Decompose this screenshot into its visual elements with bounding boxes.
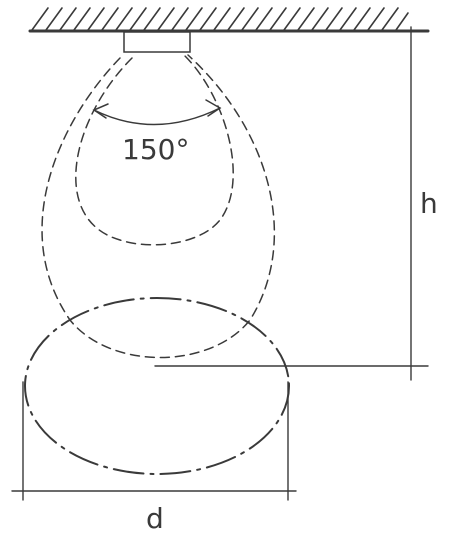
arc-arrowhead-right bbox=[205, 99, 222, 117]
diameter-label: d bbox=[146, 502, 164, 535]
sensor-body bbox=[123, 31, 191, 53]
arc-arrowhead-left bbox=[92, 103, 109, 119]
coverage-area-ellipse bbox=[24, 297, 290, 475]
inner-detection-lobe bbox=[75, 54, 234, 246]
beam-angle-label: 150° bbox=[122, 133, 190, 166]
beam-angle-arc bbox=[93, 107, 221, 126]
outer-detection-lobe bbox=[41, 54, 276, 359]
ceiling-hatching bbox=[31, 7, 409, 31]
height-label: h bbox=[420, 187, 438, 220]
